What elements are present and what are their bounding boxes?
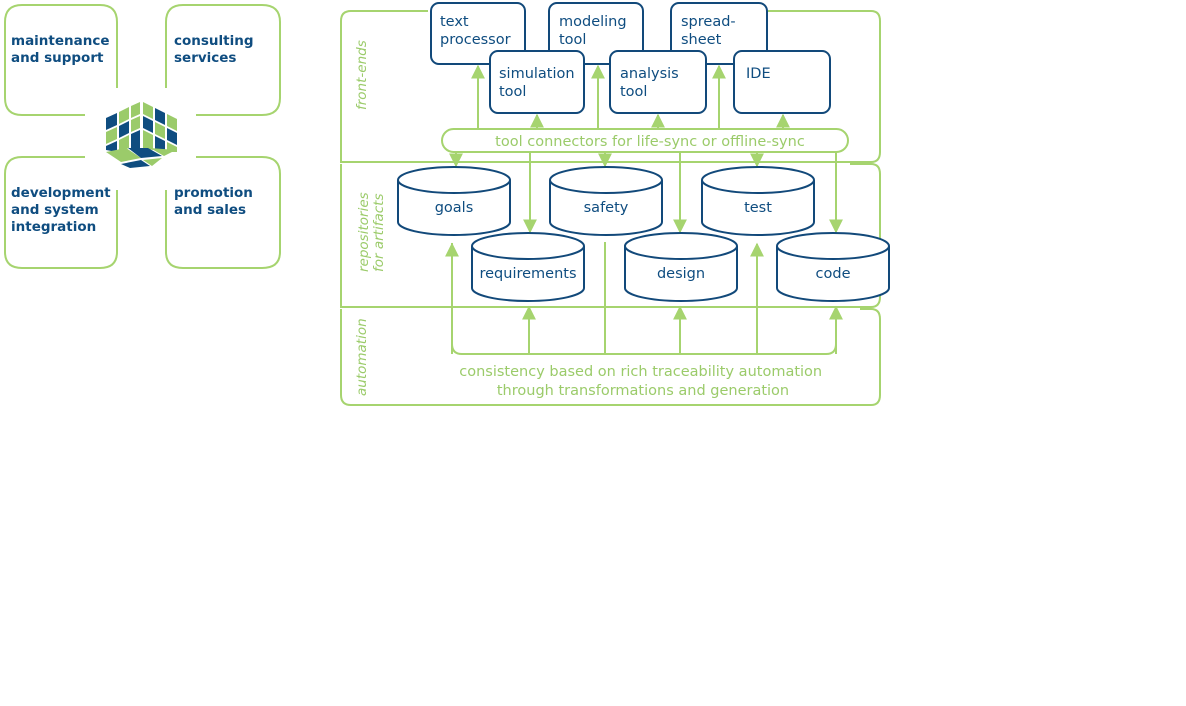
tool-modeling bbox=[548, 2, 644, 65]
connector-to-tool-arrows bbox=[471, 64, 790, 129]
quadrant-frame-development bbox=[4, 156, 118, 269]
tool-connectors-label: tool connectors for life-sync or offline… bbox=[495, 134, 805, 150]
connector-to-repository-arrows bbox=[449, 152, 843, 234]
tool-connectors-bar bbox=[441, 128, 849, 153]
repository-safety-label: safety bbox=[584, 200, 629, 216]
service-consulting: consulting services bbox=[174, 33, 258, 66]
repository-requirements: requirements bbox=[471, 232, 585, 302]
tool-analysis-label: analysis tool bbox=[620, 66, 683, 100]
repository-code: code bbox=[776, 232, 890, 302]
layer-label-front-ends: front-ends bbox=[354, 40, 370, 110]
quadrant-frame-maintenance bbox=[4, 4, 118, 116]
tool-analysis bbox=[609, 50, 707, 114]
automation-arrows bbox=[445, 242, 843, 355]
cube-logo-icon bbox=[104, 100, 177, 168]
tool-ide bbox=[733, 50, 831, 114]
repository-code-label: code bbox=[816, 266, 851, 282]
tool-text-processor bbox=[430, 2, 526, 65]
service-quadrants: maintenance and support consulting servi… bbox=[4, 4, 281, 269]
service-promotion: promotion and sales bbox=[174, 185, 258, 218]
automation-description: consistency based on rich traceability a… bbox=[459, 364, 826, 399]
repository-test-label: test bbox=[744, 200, 772, 216]
layer-frame-front-ends bbox=[340, 10, 881, 163]
repository-safety: safety bbox=[549, 166, 663, 236]
layer-label-repositories: repositories for artifacts bbox=[356, 188, 387, 272]
repository-goals-label: goals bbox=[435, 200, 474, 216]
tool-ide-label: IDE bbox=[746, 66, 771, 82]
tool-spreadsheet bbox=[670, 2, 768, 65]
tool-spreadsheet-label: spread- sheet bbox=[681, 14, 740, 48]
repository-design: design bbox=[624, 232, 738, 302]
quadrant-frame-promotion bbox=[165, 156, 281, 269]
layer-frame-repositories bbox=[340, 163, 881, 308]
architecture-diagram: front-ends repositories for artifacts au… bbox=[340, 2, 890, 406]
tool-modeling-label: modeling tool bbox=[559, 14, 631, 48]
tool-text-processor-label: text processor bbox=[440, 14, 511, 48]
repository-test: test bbox=[701, 166, 815, 236]
repository-requirements-label: requirements bbox=[479, 266, 576, 282]
repository-design-label: design bbox=[657, 266, 705, 282]
layer-frame-automation bbox=[340, 308, 881, 406]
repository-goals: goals bbox=[397, 166, 511, 236]
service-development: development and system integration bbox=[11, 185, 115, 235]
layer-label-automation: automation bbox=[354, 318, 370, 396]
tool-simulation bbox=[489, 50, 585, 114]
tool-simulation-label: simulation tool bbox=[499, 66, 579, 100]
service-maintenance: maintenance and support bbox=[11, 33, 114, 66]
quadrant-frame-consulting bbox=[165, 4, 281, 116]
